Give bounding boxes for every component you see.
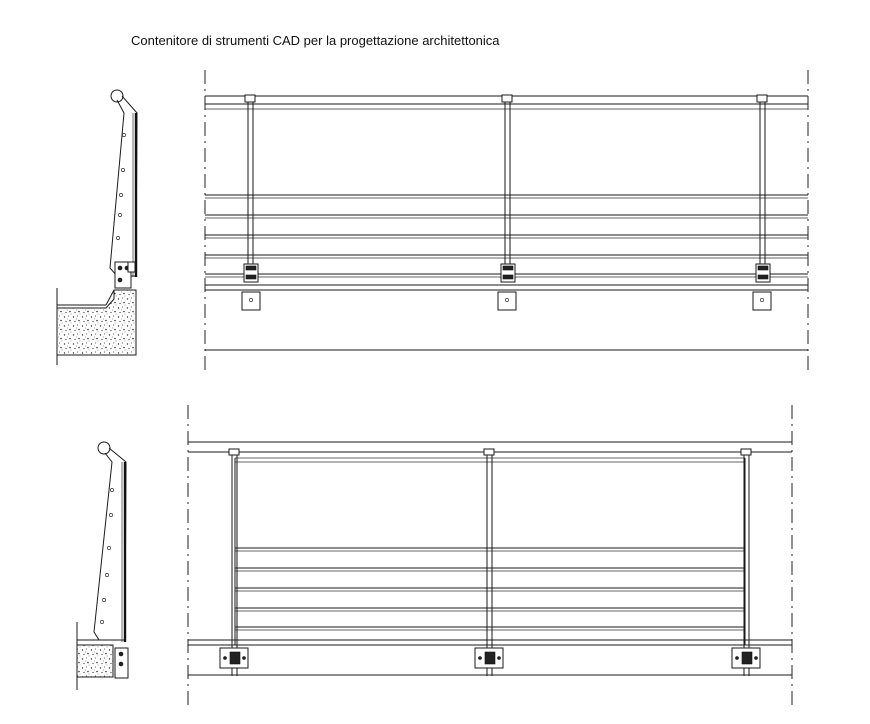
section-view-bottom <box>76 441 129 690</box>
concrete-slab-2 <box>76 644 114 678</box>
page-title: Contenitore di strumenti CAD per la prog… <box>131 33 500 48</box>
post-6 <box>731 448 761 676</box>
concrete-slab <box>56 289 137 356</box>
handrail-profile <box>110 89 124 103</box>
bolt-holes <box>116 133 126 240</box>
post-2 <box>497 94 517 311</box>
elevation-view-top <box>204 70 809 375</box>
handrail-profile-2 <box>97 441 111 455</box>
post-1 <box>241 94 261 311</box>
elevation-view-bottom <box>187 405 793 710</box>
bolt-holes-2 <box>100 488 114 624</box>
section-view-top <box>56 89 138 365</box>
post-5 <box>474 448 504 676</box>
post-3 <box>752 94 772 311</box>
post-4 <box>219 448 249 676</box>
